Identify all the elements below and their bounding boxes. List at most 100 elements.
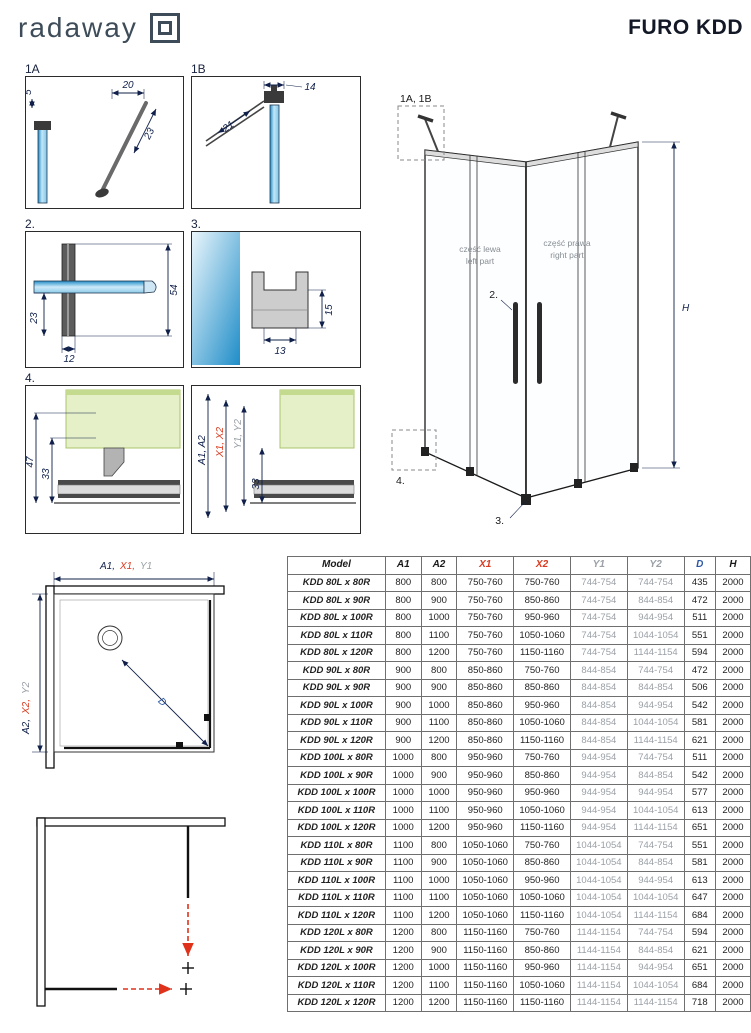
value-cell: 1200 <box>384 976 422 995</box>
value-cell: 2000 <box>714 608 751 627</box>
value-cell: 542 <box>683 696 716 715</box>
value-cell: 1044-1054 <box>569 853 628 872</box>
value-cell: 613 <box>683 801 716 820</box>
value-cell: 800 <box>384 591 422 610</box>
value-cell: 844-854 <box>569 696 628 715</box>
value-cell: 1200 <box>420 906 458 925</box>
value-cell: 1200 <box>420 731 458 750</box>
value-cell: 750-760 <box>513 748 571 767</box>
dimension-33: 33 <box>41 437 96 503</box>
value-cell: 718 <box>683 993 716 1012</box>
value-cell: 2000 <box>714 731 751 750</box>
dimension-15: 15 <box>308 289 335 329</box>
value-cell: 744-754 <box>626 661 685 680</box>
value-cell: 850-860 <box>513 678 571 697</box>
value-cell: 511 <box>683 748 716 767</box>
plan-top-dimension <box>53 572 215 586</box>
value-cell: 1050-1060 <box>513 713 571 732</box>
value-cell: 1144-1154 <box>626 643 685 662</box>
value-cell: 2000 <box>714 626 751 645</box>
dimension-33-right: 33 <box>251 448 265 503</box>
handle-cross-bottom <box>180 983 192 995</box>
dim-label-23: 23 <box>29 312 40 325</box>
value-cell: 1000 <box>384 818 422 837</box>
column-header-model: Model <box>287 556 386 575</box>
value-cell: 1200 <box>384 923 422 942</box>
value-cell: 581 <box>683 713 716 732</box>
value-cell: 744-754 <box>569 643 628 662</box>
value-cell: 2000 <box>714 643 751 662</box>
value-cell: 950-960 <box>456 766 515 785</box>
model-cell: KDD 100L x 80R <box>287 748 386 767</box>
value-cell: 944-954 <box>626 783 685 802</box>
dim-label-15: 15 <box>324 304 335 316</box>
value-cell: 1000 <box>420 783 458 802</box>
brand-square-icon-inner <box>157 21 172 35</box>
value-cell: 1100 <box>420 713 458 732</box>
value-cell: 1050-1060 <box>513 888 571 907</box>
glass-tinted <box>65 389 181 449</box>
dim-label-33: 33 <box>41 468 52 480</box>
column-header-d: D <box>683 556 716 575</box>
value-cell: 844-854 <box>626 591 685 610</box>
dim-label-47: 47 <box>26 456 36 468</box>
value-cell: 2000 <box>714 696 751 715</box>
value-cell: 1144-1154 <box>626 906 685 925</box>
detail-drawing-4-left: 47 33 <box>25 385 184 534</box>
value-cell: 800 <box>384 626 422 645</box>
plan-label-x2: X2, <box>21 699 32 715</box>
detail-2-svg: 54 23 12 <box>29 243 180 365</box>
value-cell: 744-754 <box>569 591 628 610</box>
value-cell: 1044-1054 <box>569 906 628 925</box>
value-cell: 2000 <box>714 923 751 942</box>
bottom-seal <box>103 447 125 477</box>
dimension-13: 13 <box>263 328 297 357</box>
glass-clamp <box>34 121 51 130</box>
value-cell: 800 <box>420 923 458 942</box>
brand-wordmark: radaway <box>18 12 138 43</box>
dimension-54: 54 <box>75 243 180 337</box>
dimension-5: 5 <box>26 89 35 108</box>
value-cell: 944-954 <box>569 766 628 785</box>
column-header-x2: X2 <box>513 556 571 575</box>
value-cell: 744-754 <box>569 573 628 592</box>
page-title: FURO KDD <box>628 16 743 39</box>
value-cell: 1100 <box>384 888 422 907</box>
value-cell: 750-760 <box>456 608 515 627</box>
value-cell: 1150-1160 <box>513 993 571 1012</box>
glass-background <box>192 232 240 365</box>
column-header-y1: Y1 <box>569 556 628 575</box>
value-cell: 2000 <box>714 888 751 907</box>
value-cell: 1044-1054 <box>569 836 628 855</box>
value-cell: 1050-1060 <box>513 801 571 820</box>
value-cell: 1000 <box>384 748 422 767</box>
value-cell: 744-754 <box>626 573 685 592</box>
value-cell: 1050-1060 <box>456 906 515 925</box>
detail-drawing-2: 54 23 12 <box>25 231 184 368</box>
value-cell: 1150-1160 <box>456 976 515 995</box>
detail-drawing-1b: 14 21 <box>191 76 361 209</box>
value-cell: 944-954 <box>569 783 628 802</box>
value-cell: 844-854 <box>569 661 628 680</box>
value-cell: 581 <box>683 853 716 872</box>
value-cell: 744-754 <box>569 608 628 627</box>
value-cell: 1044-1054 <box>626 801 685 820</box>
value-cell: 1150-1160 <box>456 993 515 1012</box>
model-cell: KDD 90L x 90R <box>287 678 386 697</box>
column-header-y2: Y2 <box>626 556 685 575</box>
model-cell: KDD 80L x 80R <box>287 573 386 592</box>
opening-schematic <box>22 806 240 1024</box>
arm-foot <box>95 188 109 198</box>
value-cell: 1144-1154 <box>569 958 628 977</box>
aluminium-profile <box>251 271 309 329</box>
